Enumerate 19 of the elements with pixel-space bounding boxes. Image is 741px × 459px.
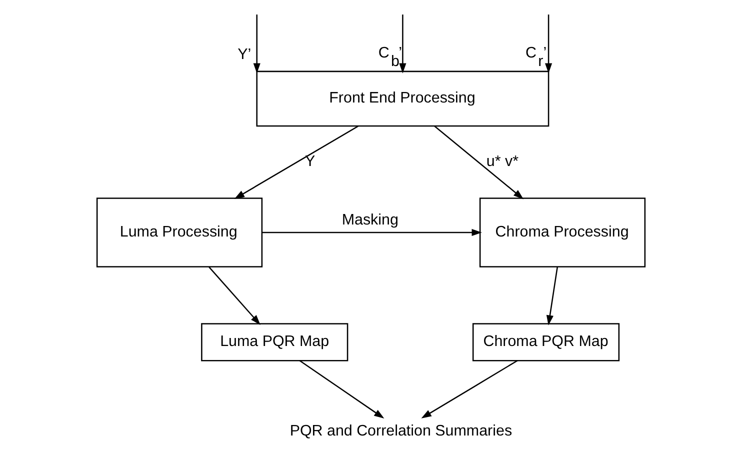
node-text: PQR and Correlation Summaries — [289, 422, 512, 440]
arrow — [420, 360, 518, 418]
arrow — [262, 228, 482, 236]
edge-label: Masking — [341, 211, 398, 228]
arrow — [398, 14, 406, 74]
arrow — [544, 14, 552, 74]
edge-label: Y’ — [237, 46, 251, 63]
node-box: Luma PQR Map — [200, 323, 348, 362]
edge-label: u* v* — [486, 153, 518, 170]
arrow — [208, 266, 260, 325]
node-box: Chroma PQR Map — [472, 323, 620, 362]
arrow — [234, 126, 358, 199]
node-box: Chroma Processing — [478, 198, 646, 268]
arrow — [298, 360, 384, 419]
arrow — [252, 14, 260, 74]
node-box: Front End Processing — [256, 70, 549, 127]
arrow — [434, 126, 524, 200]
arrow — [546, 266, 558, 326]
node-box: Luma Processing — [96, 198, 262, 268]
